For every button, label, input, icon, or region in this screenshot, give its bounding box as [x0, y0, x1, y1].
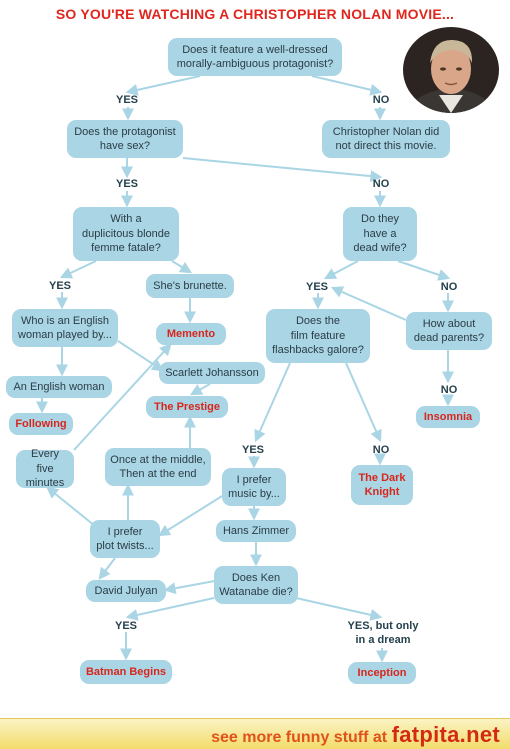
label-q1-no: NO: [372, 94, 390, 106]
footer-link[interactable]: see more funny stuff at fatpita.net: [211, 722, 500, 748]
arrow-q4-to-yes: [323, 260, 359, 280]
arrow-plottwists-to-david: [98, 557, 116, 580]
label-q2-no: NO: [372, 178, 390, 190]
label-ken-yes: YES: [114, 620, 137, 632]
label-q4-no: NO: [440, 281, 458, 293]
label-parents-no: NO: [440, 384, 458, 396]
arrow-watanabe-to-david: [163, 579, 221, 595]
q-dead-wife: Do they have a dead wife?: [343, 207, 417, 261]
not-nolan-box: Christopher Nolan did not direct this mo…: [322, 120, 450, 158]
q-protagonist: Does it feature a well-dressed morally-a…: [168, 38, 342, 76]
label-flash-yes: YES: [241, 444, 264, 456]
q-femme-fatale: With a duplicitous blonde femme fatale?: [73, 207, 179, 261]
answer-dark-knight: The Dark Knight: [351, 465, 413, 505]
arrow-watanabe-to-yes: [125, 597, 215, 621]
label-q4-yes: YES: [305, 281, 328, 293]
every-five-box: Every five minutes: [16, 448, 74, 489]
arrow-parents-to-yes: [330, 286, 407, 321]
footer-prefix: see more funny stuff at: [211, 729, 388, 746]
answer-batman-begins: Batman Begins: [80, 660, 172, 684]
david-julyan-box: David Julyan: [86, 580, 166, 602]
label-flash-no: NO: [372, 444, 390, 456]
arrow-q3-to-yes: [59, 260, 97, 279]
arrow-scarlett-to-prestige: [189, 383, 211, 396]
hans-zimmer-box: Hans Zimmer: [216, 520, 296, 542]
q-sex: Does the protagonist have sex?: [67, 120, 183, 158]
label-q3-yes: YES: [48, 280, 71, 292]
scarlett-box: Scarlett Johansson: [159, 362, 265, 384]
arrow-watanabe-to-dream: [295, 597, 383, 621]
arrow-flash-to-yes: [254, 362, 291, 443]
label-q2-yes: YES: [115, 178, 138, 190]
arrow-q3-to-brunette: [171, 260, 193, 274]
answer-inception: Inception: [348, 662, 416, 684]
arrow-everyfive-to-memento: [73, 343, 172, 451]
footer-site: fatpita.net: [391, 722, 500, 747]
arrow-q1-to-no: [311, 75, 383, 96]
answer-memento: Memento: [156, 323, 226, 345]
answer-insomnia: Insomnia: [416, 406, 480, 428]
q-watanabe: Does Ken Watanabe die?: [214, 566, 298, 604]
arrow-q1-to-yes: [125, 75, 201, 96]
arrow-q4-to-no: [397, 260, 451, 281]
q-english-woman: Who is an English woman played by...: [12, 309, 118, 347]
q-dead-parents: How about dead parents?: [406, 312, 492, 350]
plot-twists-box: I prefer plot twists...: [90, 520, 160, 558]
label-q1-yes: YES: [115, 94, 138, 106]
q-flashbacks: Does the film feature flashbacks galore?: [266, 309, 370, 363]
answer-prestige: The Prestige: [146, 396, 228, 418]
once-middle-box: Once at the middle, Then at the end: [105, 448, 211, 486]
arrow-english-to-scarlett: [117, 340, 165, 372]
label-ken-dream: YES, but only in a dream: [347, 620, 419, 646]
arrow-q2-to-no: [182, 157, 383, 183]
answer-following: Following: [9, 413, 73, 435]
director-portrait-icon: [403, 27, 499, 113]
arrow-prefer-to-plottwists: [157, 495, 223, 537]
prefer-music-box: I prefer music by...: [222, 468, 286, 506]
arrow-flash-to-no: [345, 362, 382, 443]
english-woman-box: An English woman: [6, 376, 112, 398]
page-title: SO YOU'RE WATCHING A CHRISTOPHER NOLAN M…: [55, 6, 455, 22]
footer-banner: see more funny stuff at fatpita.net: [0, 718, 510, 749]
brunette-box: She's brunette.: [146, 274, 234, 298]
